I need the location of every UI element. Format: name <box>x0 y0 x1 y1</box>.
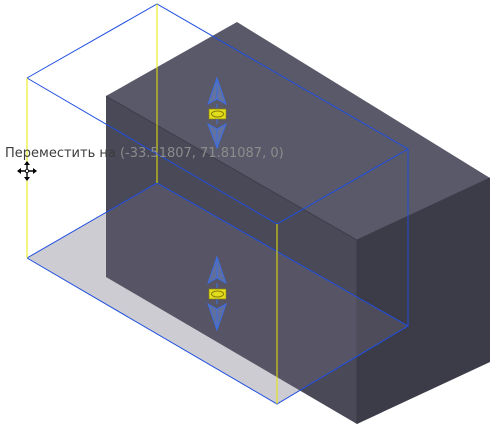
top-move-gizmo[interactable] <box>207 76 227 150</box>
gizmo-handle-ring-icon <box>211 110 224 118</box>
box-right-face[interactable] <box>357 178 490 424</box>
box-top-face[interactable] <box>106 22 490 240</box>
gizmo-handle-ring-icon <box>211 290 224 298</box>
move-cursor-icon <box>17 161 37 181</box>
bottom-move-gizmo[interactable] <box>207 255 227 332</box>
box-front-face[interactable] <box>106 96 357 424</box>
